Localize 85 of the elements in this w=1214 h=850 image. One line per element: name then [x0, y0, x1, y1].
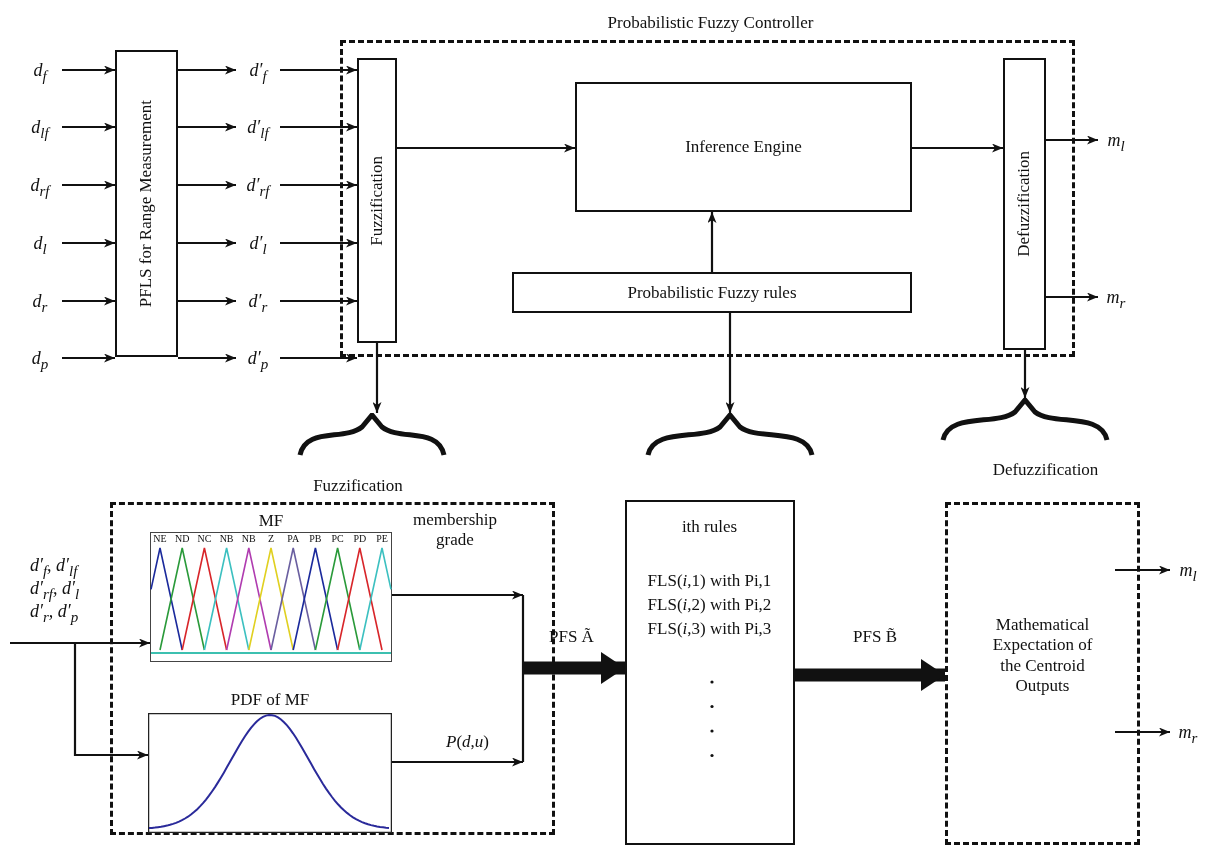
- rules-heading: ith rules: [680, 517, 739, 537]
- arrow: [707, 212, 717, 272]
- arrow: [178, 65, 236, 75]
- signal-label: d′$_{rf}$, d′$_{l}$: [30, 578, 80, 603]
- category-label: NB: [240, 533, 257, 545]
- signal-label: d$_{p}$: [18, 344, 62, 372]
- category-label: PA: [286, 533, 301, 545]
- process-box: [1003, 58, 1046, 350]
- signal-label: d$_{rf}$: [18, 171, 62, 199]
- arrow: [280, 65, 357, 75]
- box-label: PFLS for Range Measurement: [136, 99, 157, 308]
- rules-box: [625, 500, 795, 845]
- group-heading: Probabilistic Fuzzy Controller: [606, 13, 815, 33]
- box-label: Inference Engine: [685, 137, 802, 157]
- arrow: [62, 122, 115, 132]
- group-heading: Defuzzification: [991, 460, 1100, 480]
- signal-label: d$_{l}$: [18, 229, 62, 257]
- box-label: Mathematical Expectation of the Centroid Outputs: [991, 615, 1094, 697]
- signal-label: d′$_{lf}$: [236, 113, 280, 141]
- category-label: Z: [266, 533, 276, 545]
- arrow: [62, 180, 115, 190]
- signal-label: d′$_{f}$: [236, 56, 280, 84]
- arrow: [10, 638, 150, 648]
- merge-arrow: [521, 595, 625, 762]
- signal-label: d′$_{l}$: [236, 229, 280, 257]
- arrow: [725, 313, 735, 413]
- arrow: [280, 180, 357, 190]
- arrow: [280, 296, 357, 306]
- category-label: PC: [330, 533, 345, 545]
- category-label: PE: [375, 533, 389, 545]
- arrow: [62, 238, 115, 248]
- arrow: [397, 143, 575, 153]
- process-box: [357, 58, 397, 343]
- arrow: [178, 122, 236, 132]
- category-label: NC: [196, 533, 213, 545]
- arrow: [178, 296, 236, 306]
- arrow: [62, 353, 115, 363]
- signal-label: d′$_{f}$, d′$_{lf}$: [30, 555, 78, 580]
- arrow: [73, 643, 148, 760]
- process-box: [575, 82, 912, 212]
- arrow: [392, 590, 523, 600]
- arrow: [178, 180, 236, 190]
- plot-title: PDF of MF: [229, 690, 311, 710]
- rule-text: FLS(i,1) with Pi,1: [646, 571, 773, 591]
- box-label: Defuzzification: [1014, 151, 1035, 257]
- signal-label: m$_{r}$: [1098, 283, 1134, 311]
- arrow: [178, 238, 236, 248]
- arrow: [392, 757, 523, 767]
- arrow: [280, 122, 357, 132]
- rule-text: FLS(i,3) with Pi,3: [646, 619, 773, 639]
- category-label: NE: [152, 533, 168, 545]
- process-box: [512, 272, 912, 313]
- arrow: [62, 65, 115, 75]
- signal-label: m$_{l}$: [1170, 556, 1206, 584]
- box-label: Fuzzification: [366, 155, 387, 246]
- signal-label: d′$_{r}$: [236, 287, 280, 315]
- thick-arrow: [795, 659, 945, 691]
- arrow: [280, 353, 357, 363]
- arrow: [1115, 565, 1170, 575]
- category-label: NB: [218, 533, 235, 545]
- arrow: [1046, 135, 1098, 145]
- category-label: PD: [352, 533, 368, 545]
- plot-title: MF: [257, 511, 285, 531]
- arrow: [62, 296, 115, 306]
- signal-label: d′$_{rf}$: [236, 171, 280, 199]
- arrow: [912, 143, 1003, 153]
- signal-label: d′$_{r}$, d′$_{p}$: [30, 601, 79, 626]
- signal-label: m$_{r}$: [1170, 718, 1206, 746]
- signal-label: d$_{f}$: [18, 56, 62, 84]
- process-box: [115, 50, 178, 357]
- signal-label: d$_{lf}$: [18, 113, 62, 141]
- box-label: Probabilistic Fuzzy rules: [627, 282, 797, 303]
- arrow: [280, 238, 357, 248]
- arrow: [178, 353, 236, 363]
- category-label: PB: [308, 533, 323, 545]
- signal-label: d$_{r}$: [18, 287, 62, 315]
- signal-label: d′$_{p}$: [236, 344, 280, 372]
- group-heading: Fuzzification: [312, 476, 404, 496]
- arrow: [1115, 727, 1170, 737]
- arrow: [1046, 292, 1098, 302]
- arrow: [372, 343, 382, 413]
- rule-text: FLS(i,2) with Pi,2: [646, 595, 773, 615]
- signal-label: m$_{l}$: [1098, 126, 1134, 154]
- category-label: ND: [173, 533, 191, 545]
- arrow: [1020, 350, 1030, 398]
